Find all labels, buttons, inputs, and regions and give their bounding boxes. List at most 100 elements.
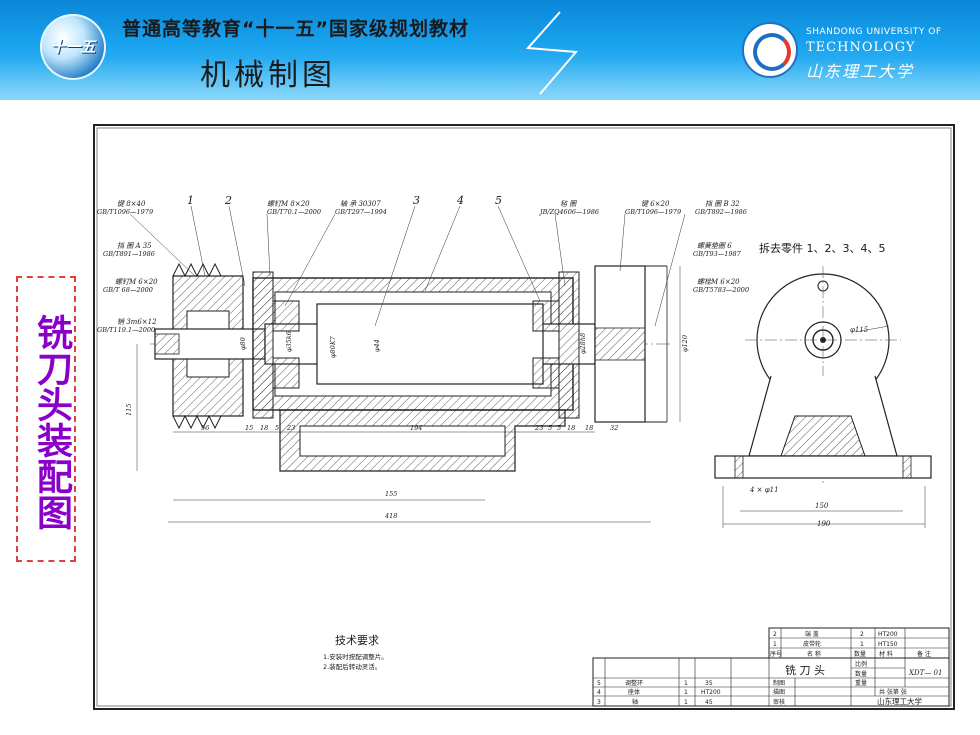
dim-23-left: 23 bbox=[286, 424, 295, 432]
lower-row-3-no: 3 bbox=[597, 699, 601, 706]
dimensions-front: 56 15 18 5 23 194 23 5 5 18 18 32 155 41… bbox=[125, 331, 689, 520]
callout-retainer-b32-std: GB/T892—1986 bbox=[695, 208, 747, 216]
drawing-sheet: 键 8×40 GB/T1096—1979 1 2 螺钉M 8×20 GB/T70… bbox=[93, 124, 955, 710]
callout-retainer-a35-std: GB/T891—1986 bbox=[103, 250, 155, 258]
callout-bearing-std: GB/T297—1994 bbox=[335, 208, 387, 216]
weight-label: 重量 bbox=[855, 679, 867, 687]
callout-pin-std: GB/T119.1—2000 bbox=[97, 326, 155, 334]
dia-35k6: φ35k6 bbox=[285, 331, 293, 352]
end-cover-left bbox=[252, 271, 274, 419]
tech-req-title: 技术要求 bbox=[335, 634, 379, 647]
dia-80: φ80 bbox=[239, 337, 247, 350]
header-remark: 备 注 bbox=[917, 650, 931, 658]
lower-row-1-qty: 1 bbox=[684, 680, 688, 687]
textbook-logo: 十一五 bbox=[40, 14, 106, 80]
sheet-label: 共 张第 张 bbox=[879, 688, 907, 696]
dim-4-holes: 4 × φ11 bbox=[749, 486, 779, 494]
callouts-top: 键 8×40 GB/T1096—1979 1 2 螺钉M 8×20 GB/T70… bbox=[97, 194, 747, 216]
drawing-name: 铣 刀 头 bbox=[785, 663, 825, 677]
header-material: 材 料 bbox=[879, 650, 893, 658]
parts-row-2-material: HT150 bbox=[878, 641, 898, 648]
part-number-4: 4 bbox=[456, 194, 464, 207]
callout-screw-m6: 螺钉M 6×20 bbox=[115, 278, 158, 286]
front-view bbox=[129, 205, 686, 523]
dim-194: 194 bbox=[410, 424, 422, 432]
callout-bolt-m6: 螺栓M 6×20 bbox=[697, 278, 740, 286]
textbook-series-title: 普通高等教育“十一五”国家级规划教材 bbox=[122, 18, 469, 40]
callout-pin: 销 3m6×12 bbox=[117, 318, 157, 326]
removed-parts-note: 拆去零件 1、2、3、4、5 bbox=[759, 241, 886, 255]
part-number-1: 1 bbox=[187, 194, 194, 207]
school-name: 山东理工大学 bbox=[877, 696, 922, 706]
side-base bbox=[714, 455, 932, 479]
callout-key-8x40: 键 8×40 bbox=[117, 200, 146, 208]
lower-row-3-material: 45 bbox=[705, 699, 713, 706]
drawn-label: 描图 bbox=[773, 688, 785, 696]
dim-150: 150 bbox=[815, 502, 829, 510]
callout-screw-m8: 螺钉M 8×20 bbox=[267, 200, 310, 208]
dim-5-right-a: 5 bbox=[548, 424, 552, 432]
technical-requirements: 技术要求 1.安装时按配调整片。 2.装配后转动灵活。 bbox=[323, 634, 388, 671]
parts-row-1-name: 端 盖 bbox=[805, 630, 819, 638]
dim-190: 190 bbox=[817, 520, 831, 528]
textbook-logo-mark: 十一五 bbox=[50, 38, 96, 56]
dim-15: 15 bbox=[245, 424, 253, 432]
title-block bbox=[592, 627, 950, 707]
lower-row-1-material: 35 bbox=[705, 680, 713, 687]
callout-key-6x20: 键 6×20 bbox=[641, 200, 670, 208]
lower-row-2-material: HT200 bbox=[701, 689, 721, 696]
slide-side-title-text: 铣刀头装配图 bbox=[31, 314, 72, 530]
dim-23-right: 23 bbox=[534, 424, 543, 432]
qty-label: 数量 bbox=[855, 670, 867, 678]
lower-row-2-no: 4 bbox=[597, 689, 601, 696]
university-logo bbox=[742, 22, 798, 78]
lower-row-3-qty: 1 bbox=[684, 699, 688, 706]
dim-18-right-a: 18 bbox=[567, 424, 575, 432]
dia-115: φ115 bbox=[850, 326, 869, 334]
dim-18-right-b: 18 bbox=[585, 424, 593, 432]
lower-row-1-name: 调整环 bbox=[625, 679, 643, 687]
callout-spring-washer-std: GB/T93—1987 bbox=[693, 250, 742, 258]
callout-retainer-a35: 挡 圈 A 35 bbox=[117, 242, 152, 250]
parts-row-1-no: 2 bbox=[773, 631, 777, 638]
course-title: 机械制图 bbox=[200, 58, 336, 93]
header-banner: 十一五 普通高等教育“十一五”国家级规划教材 机械制图 SHANDONG UNI… bbox=[0, 0, 980, 100]
callout-felt-ring: 毡 圈 bbox=[560, 200, 577, 208]
callout-bearing: 轴 承 30307 bbox=[340, 200, 381, 208]
lower-row-1-no: 5 bbox=[597, 680, 601, 687]
callout-key-6x20-std: GB/T1096—1979 bbox=[625, 208, 681, 216]
callout-spring-washer: 螺簧垫圈 6 bbox=[697, 242, 732, 250]
dim-115: 115 bbox=[125, 404, 133, 416]
slide-side-title: 铣刀头装配图 bbox=[16, 276, 76, 562]
callout-bolt-m6-std: GB/T5783—2000 bbox=[693, 286, 749, 294]
dim-418: 418 bbox=[384, 512, 397, 520]
callout-screw-m6-std: GB/T 68—2000 bbox=[103, 286, 153, 294]
banner-shine bbox=[0, 58, 980, 100]
callouts-right: 螺簧垫圈 6 GB/T93—1987 螺栓M 6×20 GB/T5783—200… bbox=[693, 241, 886, 294]
callout-key-8x40-std: GB/T1096—1979 bbox=[97, 208, 153, 216]
dim-56: 56 bbox=[201, 424, 209, 432]
callout-felt-ring-std: JB/ZQ4606—1986 bbox=[538, 208, 599, 216]
dim-155: 155 bbox=[385, 490, 397, 498]
part-number-5: 5 bbox=[495, 194, 502, 207]
parts-row-1-qty: 2 bbox=[860, 631, 864, 638]
university-name-en-1: SHANDONG UNIVERSITY OF bbox=[806, 27, 942, 37]
lower-row-2-qty: 1 bbox=[684, 689, 688, 696]
tech-req-2: 2.装配后转动灵活。 bbox=[323, 662, 381, 671]
dim-5-right-b: 5 bbox=[557, 424, 561, 432]
parts-row-2-qty: 1 bbox=[860, 641, 864, 648]
lower-row-3-name: 轴 bbox=[632, 698, 638, 706]
drawing-number: XDT— 01 bbox=[908, 669, 942, 677]
side-view: 4 × φ11 150 190 φ115 bbox=[714, 266, 932, 528]
dia-120: φ120 bbox=[681, 335, 689, 352]
bearing-right bbox=[532, 300, 560, 332]
university-name-en-2: TECHNOLOGY bbox=[806, 40, 916, 55]
parts-row-1-material: HT200 bbox=[878, 631, 898, 638]
dim-32: 32 bbox=[610, 424, 618, 432]
part-number-3: 3 bbox=[413, 194, 420, 207]
assembly-drawing: 键 8×40 GB/T1096—1979 1 2 螺钉M 8×20 GB/T70… bbox=[96, 127, 952, 707]
zigzag-decoration bbox=[525, 11, 579, 95]
dia-80k7: φ80K7 bbox=[329, 335, 337, 358]
dia-44: φ44 bbox=[373, 339, 381, 352]
header-qty: 数量 bbox=[854, 650, 866, 658]
